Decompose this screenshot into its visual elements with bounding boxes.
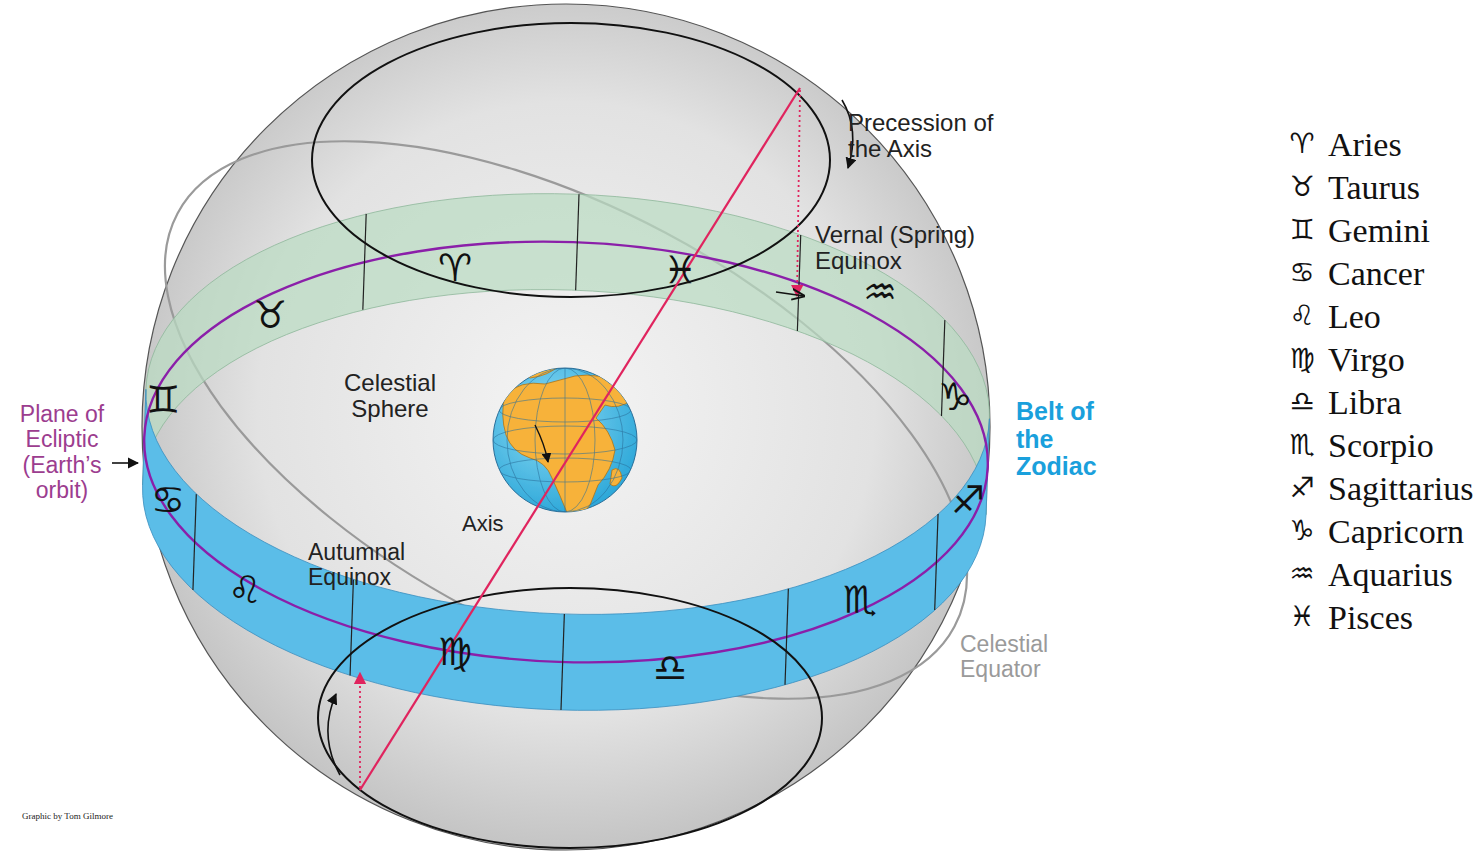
legend-text: Cancer	[1328, 257, 1424, 291]
zodiac-symbol: ♋	[151, 481, 185, 519]
legend-text: Aquarius	[1328, 558, 1453, 592]
zodiac-belt-label: Belt of the Zodiac	[1016, 398, 1100, 481]
legend-symbol: ♑	[1289, 517, 1314, 545]
legend-symbol: ♍	[1289, 345, 1314, 373]
zodiac-symbol: ♎	[653, 649, 687, 687]
legend-text: Libra	[1328, 386, 1402, 420]
zodiac-symbol: ♊	[146, 381, 180, 419]
legend-text: Leo	[1328, 300, 1381, 334]
zodiac-symbol: ♍	[438, 633, 472, 671]
vernal-equinox-label: Vernal (Spring) Equinox	[815, 222, 1015, 275]
zodiac-symbol: ♈	[438, 249, 472, 287]
legend-text: Aries	[1328, 128, 1402, 162]
zodiac-symbol: ♏	[843, 581, 877, 619]
zodiac-symbol: ♐	[951, 481, 985, 519]
legend-text: Pisces	[1328, 601, 1413, 635]
zodiac-symbol: ♓	[663, 251, 697, 289]
legend-symbol: ♏	[1289, 431, 1314, 459]
sphere-label: Celestial Sphere	[330, 370, 450, 423]
legend-symbol: ♓	[1289, 603, 1314, 631]
credit-note: Graphic by Tom Gilmore	[22, 812, 162, 822]
zodiac-symbol: ♌	[228, 571, 262, 609]
legend-symbol: ♉	[1289, 173, 1314, 201]
legend-symbol: ♈	[1289, 130, 1314, 158]
legend-text: Scorpio	[1328, 429, 1434, 463]
legend-text: Virgo	[1328, 343, 1405, 377]
zodiac-symbol: ♑	[938, 378, 972, 416]
legend-text: Gemini	[1328, 214, 1430, 248]
legend-text: Sagittarius	[1328, 472, 1473, 506]
ecliptic-label: Plane of Ecliptic (Earth’s orbit)	[6, 402, 118, 503]
legend-text: Capricorn	[1328, 515, 1464, 549]
zodiac-symbol: ♉	[253, 296, 287, 334]
zodiac-symbol: ♒	[863, 273, 897, 311]
legend-symbol: ♋	[1289, 259, 1314, 287]
legend-symbol: ♎	[1289, 388, 1314, 416]
autumnal-equinox-label: Autumnal Equinox	[308, 540, 438, 591]
precession-label: Precession of the Axis	[848, 110, 1008, 163]
axis-label: Axis	[462, 512, 532, 536]
legend-symbol: ♒	[1289, 560, 1314, 588]
legend-text: Taurus	[1328, 171, 1420, 205]
equator-label: Celestial Equator	[958, 632, 1080, 683]
legend-symbol: ♐	[1289, 474, 1314, 502]
legend-symbol: ♌	[1289, 302, 1314, 330]
legend-symbol: ♊	[1289, 216, 1314, 244]
